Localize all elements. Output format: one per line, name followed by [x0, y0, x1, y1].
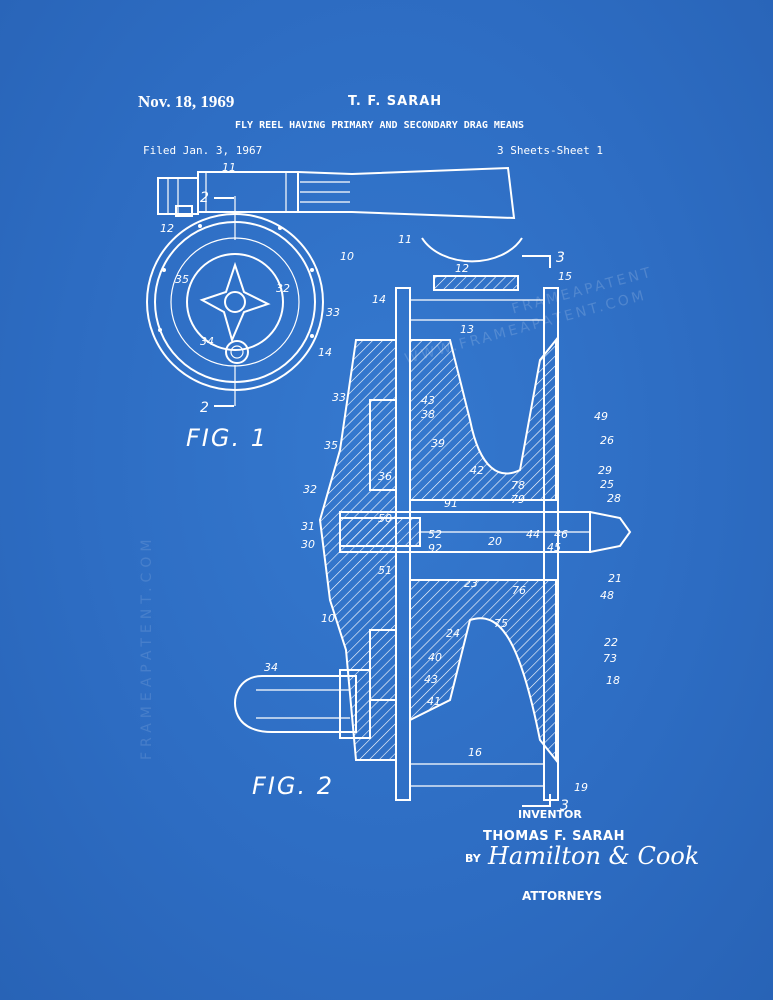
ref-32: 32 — [276, 282, 290, 295]
fig2-label: FIG. 2 — [252, 772, 335, 800]
ref-14-b: 14 — [372, 293, 386, 306]
inventor-name: THOMAS F. SARAH — [483, 829, 625, 844]
attorney-signature: Hamilton & Cook — [488, 842, 700, 870]
ref-36: 36 — [378, 470, 392, 483]
ref-48: 48 — [600, 589, 614, 602]
ref-75: 75 — [494, 617, 508, 630]
ref-42: 42 — [470, 464, 484, 477]
spool-lower — [409, 579, 557, 763]
ref-13: 13 — [460, 323, 474, 336]
ref-11-b: 11 — [398, 233, 412, 246]
fig1-drawing: 11 2 12 10 35 32 33 34 14 2 — [146, 161, 516, 416]
ref-12-b: 12 — [455, 262, 469, 275]
handle-knob — [234, 675, 357, 733]
ref-14: 14 — [318, 346, 332, 359]
patent-date: Nov. 18, 1969 — [138, 92, 235, 111]
ref-92: 92 — [428, 542, 442, 555]
ref-78: 78 — [511, 479, 525, 492]
drag-pad-upper — [369, 399, 397, 491]
ref-79: 79 — [511, 493, 525, 506]
ref-19: 19 — [574, 781, 588, 794]
ref-30: 30 — [301, 538, 315, 551]
ref-28: 28 — [607, 492, 621, 505]
ref-35: 35 — [175, 273, 189, 286]
ref-21: 21 — [608, 572, 622, 585]
rod-handle — [157, 166, 516, 220]
ref-40: 40 — [428, 651, 442, 664]
filed-date: Filed Jan. 3, 1967 — [143, 144, 263, 157]
spool-upper — [409, 337, 557, 501]
by-label: BY — [465, 852, 481, 865]
ref-20: 20 — [488, 535, 502, 548]
ref-26: 26 — [600, 434, 614, 447]
ref-32-b: 32 — [303, 483, 317, 496]
ref-2-bottom: 2 — [200, 400, 209, 416]
ref-31: 31 — [301, 520, 315, 533]
ref-50: 50 — [378, 512, 392, 525]
ref-33: 33 — [326, 306, 340, 319]
ref-10: 10 — [340, 250, 354, 263]
patent-title: FLY REEL HAVING PRIMARY AND SECONDARY DR… — [235, 120, 524, 131]
ref-34-b: 34 — [264, 661, 278, 674]
reel-front-view — [146, 213, 324, 391]
ref-22: 22 — [604, 636, 618, 649]
ref-25: 25 — [600, 478, 614, 491]
ref-3-top: 3 — [556, 250, 565, 266]
section-mark-bottom — [522, 794, 551, 807]
ref-35-b: 35 — [324, 439, 338, 452]
fig1-label: FIG. 1 — [186, 424, 269, 452]
reel-foot — [433, 275, 519, 291]
ref-2-top: 2 — [200, 190, 209, 206]
rod-section-arc — [421, 237, 523, 263]
ref-44: 44 — [526, 528, 540, 541]
ref-39: 39 — [431, 437, 445, 450]
ref-29: 29 — [598, 464, 612, 477]
ref-18: 18 — [606, 674, 620, 687]
drag-pad-lower — [369, 629, 397, 701]
ref-45: 45 — [547, 541, 561, 554]
attorneys-label: ATTORNEYS — [522, 889, 603, 903]
ref-43-top: 43 — [421, 394, 435, 407]
ref-41: 41 — [427, 695, 441, 708]
ref-10-b: 10 — [321, 612, 335, 625]
inventor-header: T. F. SARAH — [348, 94, 443, 109]
shaft-cap — [589, 511, 632, 553]
ref-11: 11 — [222, 161, 236, 174]
ref-91: 91 — [444, 497, 458, 510]
ref-34: 34 — [200, 335, 214, 348]
ref-49: 49 — [594, 410, 608, 423]
inventor-label: INVENTOR — [518, 808, 582, 821]
ref-51: 51 — [378, 564, 392, 577]
sheet-count: 3 Sheets-Sheet 1 — [497, 144, 603, 157]
section-line-2-2 — [214, 196, 236, 407]
ref-33-b: 33 — [332, 391, 346, 404]
ref-46: 46 — [554, 528, 568, 541]
ref-16: 16 — [468, 746, 482, 759]
ref-23: 23 — [464, 577, 478, 590]
ref-52: 52 — [428, 528, 442, 541]
ref-76: 76 — [512, 584, 526, 597]
fig2-drawing: 11 3 15 12 14 13 33 43 38 49 26 39 35 42… — [234, 233, 632, 814]
ref-38: 38 — [421, 408, 435, 421]
ref-3-bottom: 3 — [560, 798, 569, 814]
section-mark-top — [522, 255, 551, 268]
ref-73: 73 — [603, 652, 617, 665]
ref-24: 24 — [446, 627, 460, 640]
shaft-nut — [339, 517, 421, 547]
ref-12: 12 — [160, 222, 174, 235]
ref-43-bottom: 43 — [424, 673, 438, 686]
ref-15: 15 — [558, 270, 572, 283]
